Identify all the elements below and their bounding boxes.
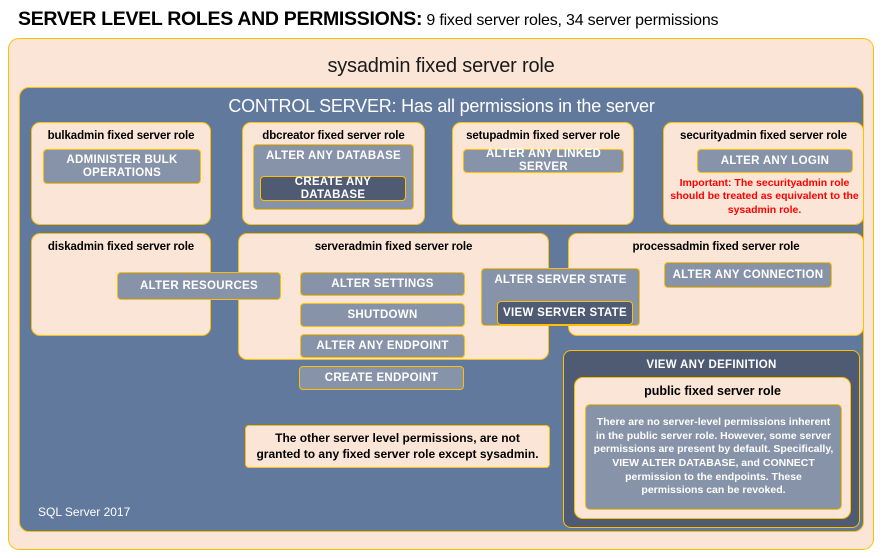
page-title-strong: SERVER LEVEL ROLES AND PERMISSIONS: — [18, 8, 423, 30]
permission-alter-server-state-label: ALTER SERVER STATE — [494, 274, 627, 286]
public-role-description: There are no server-level permissions in… — [585, 404, 842, 510]
permission-alter-any-linked-server: ALTER ANY LINKED SERVER — [463, 148, 624, 173]
role-label-diskadmin: diskadmin fixed server role — [47, 241, 195, 253]
role-box-setupadmin: setupadmin fixed server role ALTER ANY L… — [452, 122, 634, 225]
permission-alter-any-login: ALTER ANY LOGIN — [697, 149, 853, 173]
permission-alter-settings: ALTER SETTINGS — [300, 272, 465, 296]
role-label-processadmin: processadmin fixed server role — [632, 241, 800, 253]
permission-create-endpoint: CREATE ENDPOINT — [299, 366, 464, 390]
role-label-bulkadmin: bulkadmin fixed server role — [47, 130, 195, 142]
sysadmin-role-label: sysadmin fixed server role — [327, 55, 555, 77]
role-label-setupadmin: setupadmin fixed server role — [466, 130, 620, 142]
permission-alter-any-endpoint: ALTER ANY ENDPOINT — [300, 334, 465, 358]
permission-create-any-database: CREATE ANY DATABASE — [260, 176, 406, 201]
role-box-securityadmin: securityadmin fixed server role ALTER AN… — [663, 122, 864, 225]
role-label-serveradmin: serveradmin fixed server role — [314, 241, 473, 253]
role-box-serveradmin: serveradmin fixed server role ALTER SETT… — [238, 233, 549, 360]
role-label-dbcreator: dbcreator fixed server role — [262, 130, 405, 142]
view-any-definition-container: VIEW ANY DEFINITION public fixed server … — [563, 350, 860, 528]
role-box-public: public fixed server role There are no se… — [574, 377, 851, 519]
page-title-subtitle: 9 fixed server roles, 34 server permissi… — [422, 12, 719, 29]
role-label-securityadmin: securityadmin fixed server role — [680, 130, 847, 142]
permission-shutdown: SHUTDOWN — [300, 303, 465, 327]
permission-administer-bulk-operations: ADMINISTER BULK OPERATIONS — [43, 149, 201, 184]
permission-alter-any-connection: ALTER ANY CONNECTION — [664, 262, 832, 288]
page-title: SERVER LEVEL ROLES AND PERMISSIONS: 9 fi… — [18, 8, 868, 36]
other-permissions-note: The other server level permissions, are … — [245, 425, 550, 468]
role-box-bulkadmin: bulkadmin fixed server role ADMINISTER B… — [31, 122, 211, 225]
control-server-label: CONTROL SERVER: Has all permissions in t… — [228, 96, 655, 116]
securityadmin-warning-note: Important: The securityadmin role should… — [670, 177, 859, 216]
product-version-label: SQL Server 2017 — [38, 505, 131, 519]
permission-alter-any-database-label: ALTER ANY DATABASE — [265, 150, 402, 162]
permission-alter-resources: ALTER RESOURCES — [117, 272, 281, 300]
permission-view-server-state: VIEW SERVER STATE — [497, 301, 633, 325]
permission-view-any-definition: VIEW ANY DEFINITION — [646, 359, 777, 371]
role-label-public: public fixed server role — [644, 384, 781, 398]
